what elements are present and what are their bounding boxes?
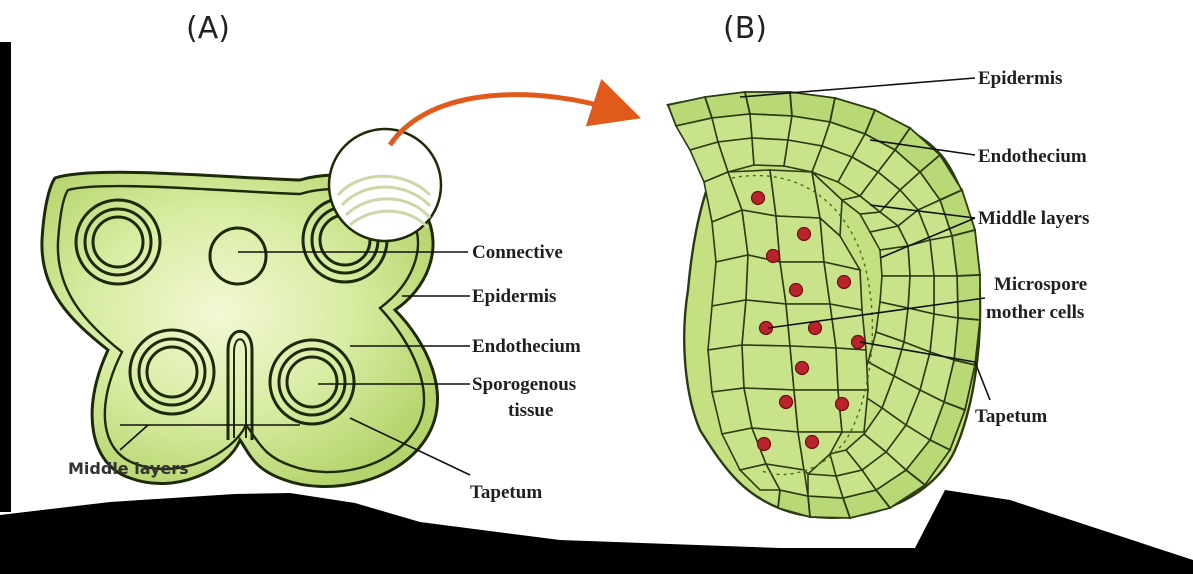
label-endothecium-a: Endothecium bbox=[472, 336, 581, 357]
label-middle-layers-b: Middle layers bbox=[978, 208, 1089, 229]
magnifier-circle bbox=[329, 129, 441, 241]
label-sporogenous-2: tissue bbox=[508, 400, 553, 421]
label-middle-layers-a: Middle layers bbox=[68, 459, 189, 478]
zoom-arrow bbox=[390, 95, 622, 145]
panel-a-title: (A) bbox=[186, 11, 230, 46]
label-epidermis-a: Epidermis bbox=[472, 286, 556, 307]
panel-b-title: (B) bbox=[723, 11, 767, 46]
bottom-black-band bbox=[0, 490, 1193, 574]
label-sporogenous-1: Sporogenous bbox=[472, 374, 576, 395]
label-microspore-2: mother cells bbox=[986, 302, 1084, 323]
label-tapetum-a: Tapetum bbox=[470, 482, 542, 503]
label-epidermis-b: Epidermis bbox=[978, 68, 1062, 89]
anther-cross-section: Connective Epidermis Endothecium Sporoge… bbox=[42, 95, 622, 503]
left-border-band bbox=[0, 42, 11, 512]
label-microspore-1: Microspore bbox=[994, 274, 1087, 295]
label-connective: Connective bbox=[472, 242, 563, 263]
label-tapetum-b: Tapetum bbox=[975, 406, 1047, 427]
leader-tapetum-b2 bbox=[975, 362, 990, 400]
anther-wall-magnified: Epidermis Endothecium Middle layers Micr… bbox=[668, 68, 1089, 518]
leader-epidermis-b bbox=[740, 78, 975, 97]
label-endothecium-b: Endothecium bbox=[978, 146, 1087, 167]
